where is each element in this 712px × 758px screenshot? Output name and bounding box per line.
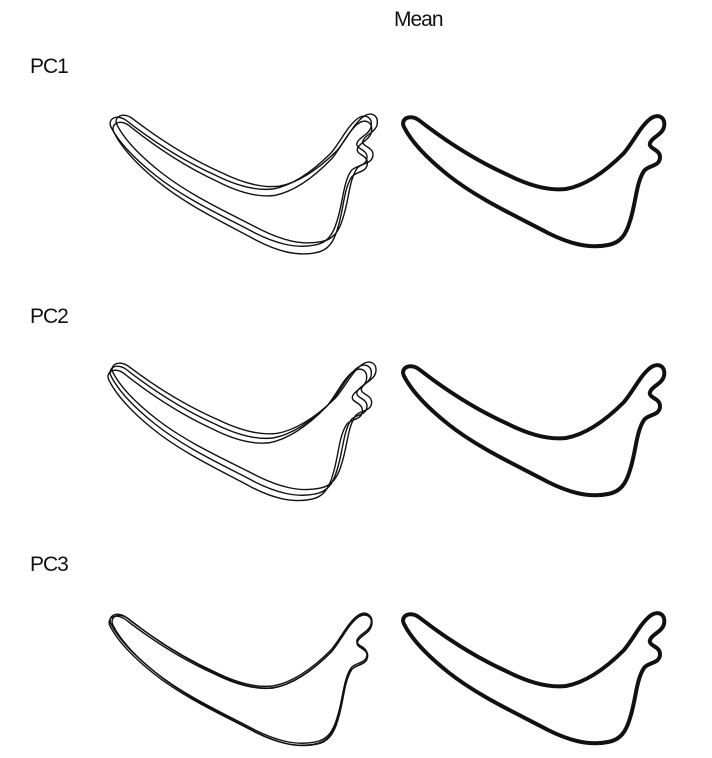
pc3-mean-outline	[403, 613, 664, 743]
pc1-variation-outlines	[110, 114, 377, 254]
variation-outline	[108, 369, 367, 500]
pc2-variation-outlines	[108, 362, 376, 500]
variation-outline	[113, 121, 372, 254]
pc3-variation-outlines	[109, 613, 372, 745]
pc1-mean-outline	[403, 116, 664, 246]
pc2-mean-outline	[403, 365, 664, 495]
